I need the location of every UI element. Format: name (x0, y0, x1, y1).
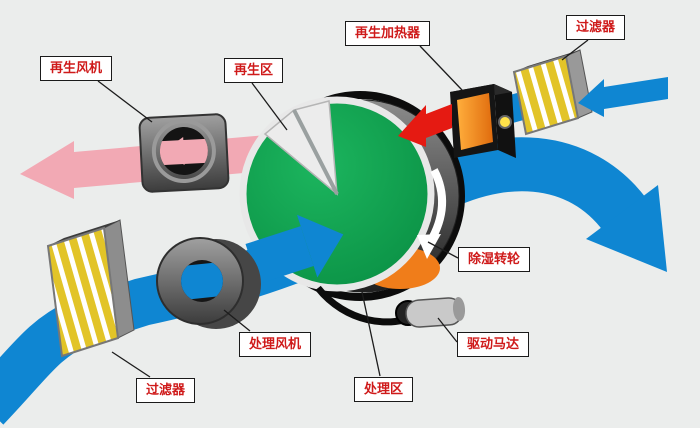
leader-process-fan (223, 309, 251, 332)
regen-air-inlet-arrow (578, 77, 668, 117)
leader-regen-fan (97, 80, 153, 123)
heater-graphic (450, 84, 516, 158)
label-filter-top: 过滤器 (566, 15, 626, 40)
leader-drive-motor (437, 317, 458, 343)
leader-regen-heater (419, 45, 463, 91)
label-regen-zone: 再生区 (224, 58, 284, 83)
leader-lines (97, 39, 589, 378)
leader-filter-bottom (111, 351, 151, 378)
hot-air-arrow (398, 104, 452, 147)
wheel-rotation-arrow (417, 168, 447, 259)
wheel-sector-divider (292, 109, 339, 195)
label-regen-fan: 再生风机 (40, 56, 113, 81)
leader-process-zone (361, 291, 381, 377)
label-regen-heater: 再生加热器 (345, 21, 431, 46)
label-drive-motor: 驱动马达 (457, 332, 530, 357)
leader-regen-zone (251, 82, 288, 131)
filter-graphic-bottom (46, 219, 135, 358)
desiccant-wheel-graphic (239, 91, 465, 301)
label-dehumid-wheel: 除湿转轮 (458, 247, 531, 272)
process-air-into-wheel-arrow (245, 214, 344, 284)
label-process-fan: 处理风机 (239, 332, 312, 357)
label-process-zone: 处理区 (354, 377, 414, 402)
heater-indicator-light (498, 115, 512, 129)
leader-dehumid-wheel (427, 241, 459, 259)
leader-filter-top (561, 39, 589, 61)
process-fan-graphic (156, 237, 261, 329)
label-filter-bottom: 过滤器 (136, 378, 196, 403)
regen-fan-graphic (138, 113, 230, 193)
motor-endcap (452, 297, 466, 321)
